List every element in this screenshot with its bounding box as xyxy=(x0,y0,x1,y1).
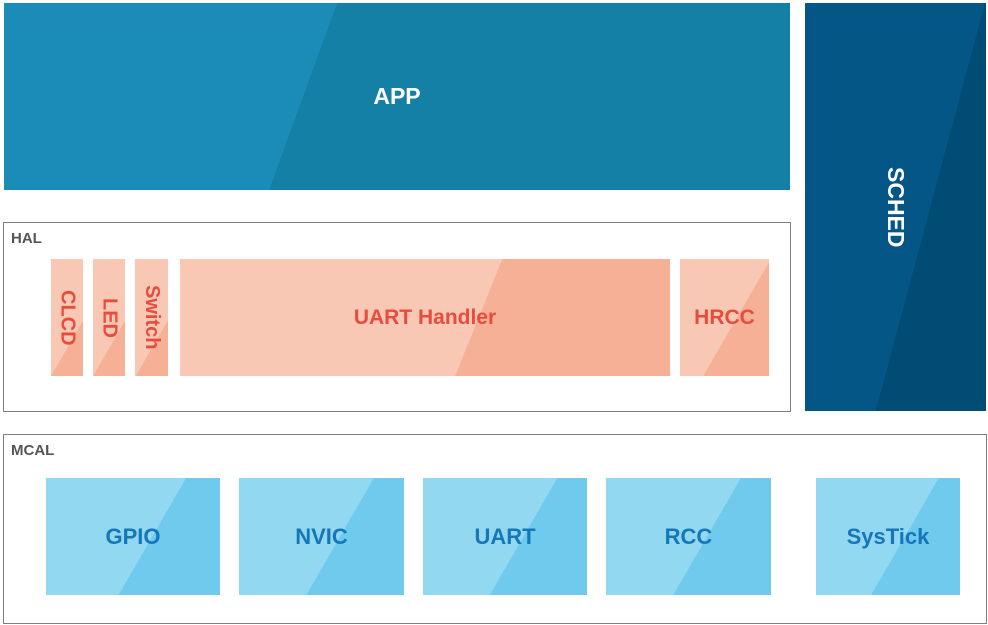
hal-block-switch: Switch xyxy=(135,259,168,376)
hal-block-label: Switch xyxy=(141,285,163,350)
hal-block-led: LED xyxy=(93,259,125,376)
hal-block-uart-handler: UART Handler xyxy=(180,259,670,376)
mcal-block-nvic: NVIC xyxy=(239,478,404,595)
sched-layer-label: SCHED xyxy=(883,166,909,248)
hal-block-clcd: CLCD xyxy=(51,259,83,376)
hal-block-label: CLCD xyxy=(56,289,79,346)
mcal-block-label: GPIO xyxy=(105,523,161,549)
app-layer-block: APP xyxy=(4,3,790,190)
app-layer-label: APP xyxy=(373,83,421,109)
mcal-block-rcc: RCC xyxy=(606,478,771,595)
hal-block-label: LED xyxy=(98,297,121,338)
mcal-block-label: SysTick xyxy=(846,523,930,549)
mcal-block-uart: UART xyxy=(423,478,587,595)
mcal-layer-title: MCAL xyxy=(11,442,55,459)
hal-block-label: UART Handler xyxy=(353,305,497,329)
hal-block-hrcc: HRCC xyxy=(680,259,769,376)
mcal-block-label: NVIC xyxy=(295,523,348,549)
hal-layer-title: HAL xyxy=(11,230,42,247)
mcal-block-label: UART xyxy=(474,523,536,549)
hal-block-label: HRCC xyxy=(694,305,755,329)
mcal-block-systick: SysTick xyxy=(816,478,960,595)
sched-layer-block: SCHED xyxy=(805,3,986,411)
mcal-block-label: RCC xyxy=(664,523,713,549)
mcal-block-gpio: GPIO xyxy=(46,478,220,595)
